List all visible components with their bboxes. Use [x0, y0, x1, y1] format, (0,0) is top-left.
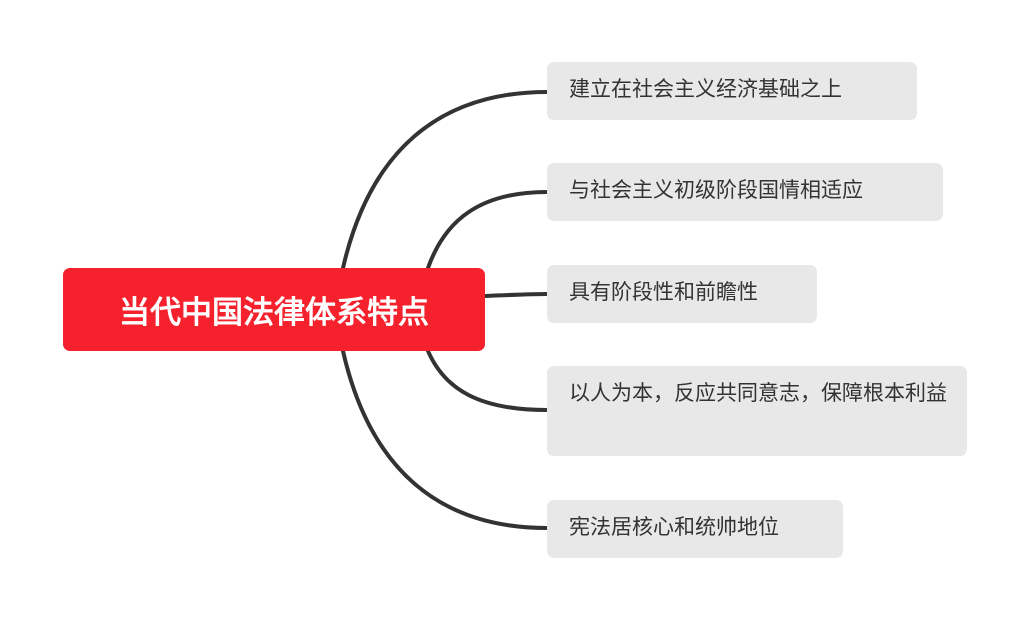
subtopic-label: 与社会主义初级阶段国情相适应 [569, 178, 863, 202]
subtopic-label: 宪法居核心和统帅地位 [569, 515, 779, 539]
subtopic-label: 建立在社会主义经济基础之上 [569, 77, 842, 101]
connector-3 [483, 292, 549, 298]
connector-2 [426, 190, 549, 270]
subtopic-2[interactable]: 与社会主义初级阶段国情相适应 [547, 163, 943, 221]
subtopic-3[interactable]: 具有阶段性和前瞻性 [547, 265, 817, 323]
central-topic-label: 当代中国法律体系特点 [119, 295, 429, 331]
central-topic[interactable]: 当代中国法律体系特点 [63, 268, 485, 351]
subtopic-5[interactable]: 宪法居核心和统帅地位 [547, 500, 843, 558]
connector-4 [426, 349, 549, 412]
subtopic-label: 以人为本，反应共同意志，保障根本利益 [569, 381, 947, 405]
connector-5 [341, 349, 549, 530]
subtopic-4[interactable]: 以人为本，反应共同意志，保障根本利益 [547, 366, 967, 456]
subtopic-label: 具有阶段性和前瞻性 [569, 280, 758, 304]
connector-1 [341, 90, 549, 270]
subtopic-1[interactable]: 建立在社会主义经济基础之上 [547, 62, 917, 120]
